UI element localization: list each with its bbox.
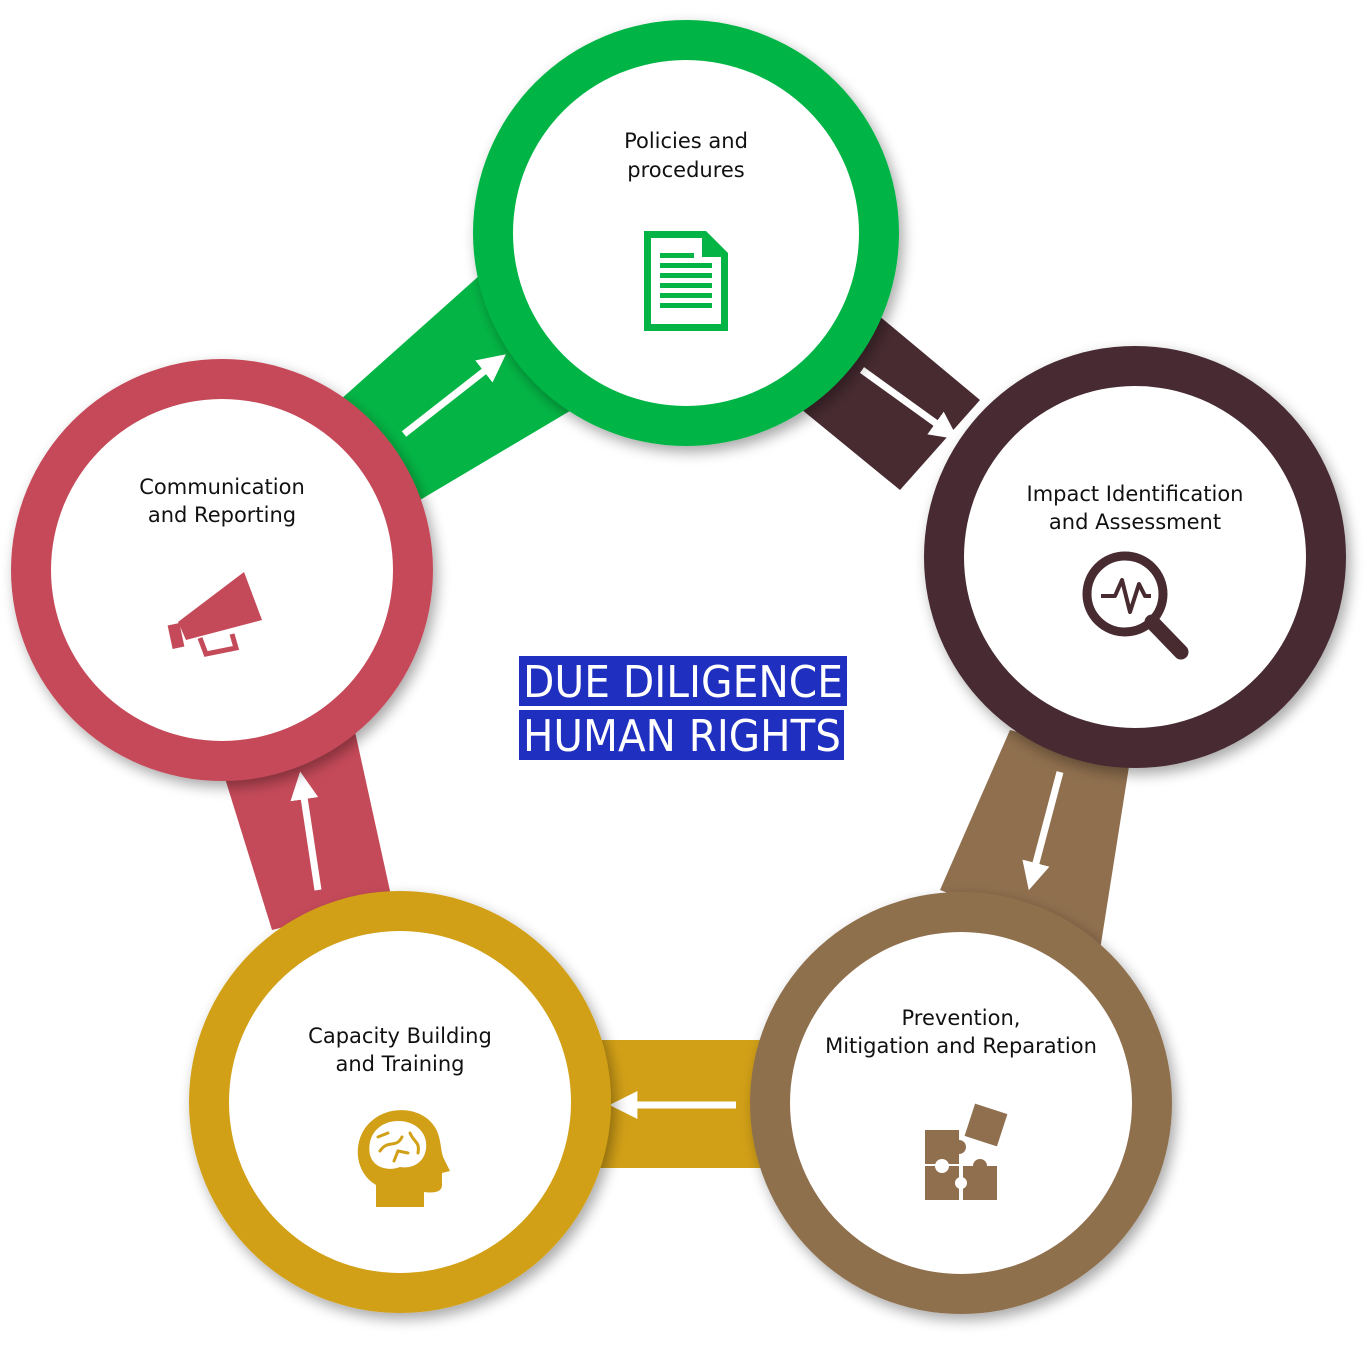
node-title-line-2: and Training [335,1052,464,1076]
flow-arrow [401,354,506,437]
center-title-line-2: HUMAN RIGHTS [523,711,841,762]
node-title-line-1: Capacity Building [308,1024,492,1048]
node-capacity: Capacity Building and Training [189,891,611,1313]
node-inner-disc [229,931,571,1273]
node-title-line-2: and Assessment [1049,510,1221,534]
center-label: DUE DILIGENCE HUMAN RIGHTS [519,656,847,762]
node-title-line-1: Communication [139,475,305,499]
node-title-line-2: procedures [627,158,745,182]
flow-arrow [1022,771,1064,891]
node-title-line-1: Policies and [624,129,748,153]
node-impact: Impact Identification and Assessment [924,346,1346,768]
node-policies: Policies and procedures [473,20,899,446]
node-inner-disc [51,399,393,741]
puzzle-icon [925,1103,1008,1200]
megaphone-icon [167,572,262,657]
node-prevention: Prevention, Mitigation and Reparation [750,892,1172,1314]
node-title-line-1: Prevention, [902,1006,1021,1030]
node-title-line-1: Impact Identification [1027,482,1244,506]
center-label-background [519,656,847,706]
flow-arrow [859,367,959,440]
center-title-line-1: DUE DILIGENCE [523,657,843,708]
flow-arrow [290,771,322,891]
node-inner-disc [790,932,1132,1274]
document-icon [644,231,728,331]
node-title-line-2: and Reporting [148,503,296,527]
node-title-line-2: Mitigation and Reparation [825,1034,1097,1058]
head-brain-icon [357,1110,450,1207]
center-label-background [519,710,844,760]
magnifier-pulse-icon [1082,551,1189,660]
node-communication: Communication and Reporting [11,359,433,781]
